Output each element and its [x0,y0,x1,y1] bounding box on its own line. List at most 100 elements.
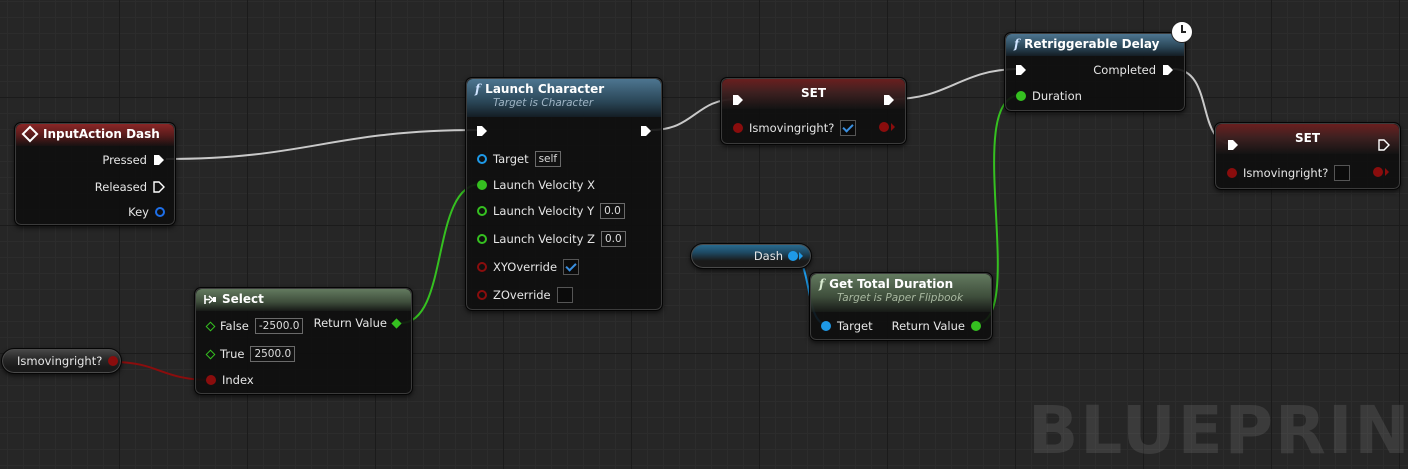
pin-row-released[interactable]: Released [95,180,165,194]
float-pin-icon[interactable] [477,234,487,244]
target-default-field[interactable]: self [534,151,562,167]
pin-row-key[interactable]: Key [128,205,165,219]
pin-row-output[interactable] [1373,167,1389,177]
pin-row-true[interactable]: True 2500.0 [205,346,296,362]
bool-pin-icon[interactable] [733,123,743,133]
pin-label: ZOverride [493,288,551,302]
velocity-z-input[interactable]: 0.0 [600,231,626,247]
exec-out-pin-icon[interactable] [1378,139,1390,151]
key-pin-icon[interactable] [155,207,165,217]
node-title: Select [222,292,264,306]
bool-out-pin-icon[interactable] [879,122,889,132]
false-value-input[interactable]: -2500.0 [254,318,304,334]
exec-in-pin-icon[interactable] [732,94,744,106]
pin-label: Target [837,319,873,333]
pin-row-return-value[interactable]: Return Value [892,319,981,333]
node-header[interactable]: Select [196,289,411,311]
pin-row-pressed[interactable]: Pressed [102,153,165,167]
pin-arrow-icon [1385,168,1389,176]
float-pin-icon[interactable] [971,321,981,331]
pin-row-output[interactable] [879,122,895,132]
pin-label: Released [94,180,147,194]
object-pin-icon[interactable] [788,251,798,261]
ismovingright-checkbox[interactable] [1334,165,1351,181]
pin-row-completed[interactable]: Completed [1093,63,1174,77]
exec-in-pin-icon[interactable] [1015,64,1027,76]
float-pin-icon[interactable] [477,206,487,216]
pin-row-launch-velocity-z[interactable]: Launch Velocity Z 0.0 [477,231,626,247]
exec-out-pin-icon[interactable] [153,154,165,166]
xyoverride-checkbox[interactable] [563,259,580,275]
pin-label: Key [128,205,149,219]
pin-row-ismovingright[interactable]: Ismovingright? [1227,165,1351,181]
ismovingright-checkbox[interactable] [840,120,857,136]
pin-row-duration[interactable]: Duration [1016,89,1082,103]
object-pin-icon[interactable] [821,321,831,331]
pin-row-index[interactable]: Index [206,373,254,387]
node-header[interactable]: SET [722,79,905,109]
bool-pin-icon[interactable] [477,262,487,272]
bool-pin-icon[interactable] [477,290,487,300]
float-pin-icon[interactable] [1016,91,1026,101]
pin-label: Target [493,152,529,166]
pin-row-target[interactable]: Target self [477,151,562,167]
exec-out-pin-icon[interactable] [640,125,652,137]
pin-label: Ismovingright? [1243,166,1329,180]
wildcard-pin-icon[interactable] [391,318,402,328]
pin-label: Duration [1032,89,1082,103]
float-pin-icon[interactable] [477,180,487,190]
pin-row-launch-velocity-y[interactable]: Launch Velocity Y 0.0 [477,203,625,219]
set-ismovingright-node-2[interactable]: SET Ismovingright? [1214,122,1401,190]
velocity-y-input[interactable]: 0.0 [600,203,625,219]
pin-label: Ismovingright? [749,121,835,135]
pin-label: Return Value [313,316,387,330]
bool-pin-icon[interactable] [206,375,216,385]
pin-row-launch-velocity-x[interactable]: Launch Velocity X [477,178,595,192]
exec-in-pin-icon[interactable] [1227,139,1239,151]
exec-in-pin-icon[interactable] [476,125,488,137]
pin-label: Return Value [891,319,965,333]
node-title: SET [1294,131,1321,145]
bool-pin-icon[interactable] [1227,168,1237,178]
exec-wire-set-to-delay [892,68,1021,100]
set-ismovingright-node[interactable]: SET Ismovingright? [720,77,907,145]
object-pin-icon[interactable] [477,154,487,164]
wildcard-pin-icon[interactable] [205,321,216,331]
true-value-input[interactable]: 2500.0 [250,346,296,362]
input-action-dash-node[interactable]: InputAction Dash Pressed Released Key [14,122,176,226]
ismovingright-variable-node[interactable]: Ismovingright? [1,348,122,374]
pin-label: Launch Velocity Y [493,204,595,218]
node-header[interactable]: InputAction Dash [16,124,174,146]
pin-row-ismovingright[interactable]: Ismovingright? [733,120,857,136]
wildcard-pin-icon[interactable] [205,349,216,359]
zoverride-checkbox[interactable] [556,287,573,303]
bool-out-pin-icon[interactable] [1373,167,1383,177]
exec-out-pin-icon[interactable] [883,94,895,106]
exec-out-pin-icon[interactable] [1162,64,1174,76]
bool-pin-icon[interactable] [108,356,119,366]
dash-variable-node[interactable]: Dash [690,243,812,269]
select-node[interactable]: Select False -2500.0 Return Value True 2… [194,287,413,395]
exec-wire-pressed-to-launch [165,129,480,160]
pin-row-false[interactable]: False -2500.0 [205,318,304,334]
pin-row-zoverride[interactable]: ZOverride [477,287,573,303]
function-icon: f [819,277,825,291]
pin-row-xyoverride[interactable]: XYOverride [477,259,580,275]
pin-row-return-value[interactable]: Return Value [313,316,402,330]
node-header[interactable]: SET [1216,124,1399,154]
variable-label: Dash [753,249,783,263]
pin-row-target[interactable]: Target [821,319,873,333]
pin-label: XYOverride [493,260,558,274]
function-icon: f [1014,37,1020,51]
pin-label: True [220,347,245,361]
select-icon [204,294,216,304]
exec-out-pin-icon[interactable] [153,181,165,193]
pin-label: Index [222,373,254,387]
node-subtitle: Target is Paper Flipbook [837,292,964,304]
